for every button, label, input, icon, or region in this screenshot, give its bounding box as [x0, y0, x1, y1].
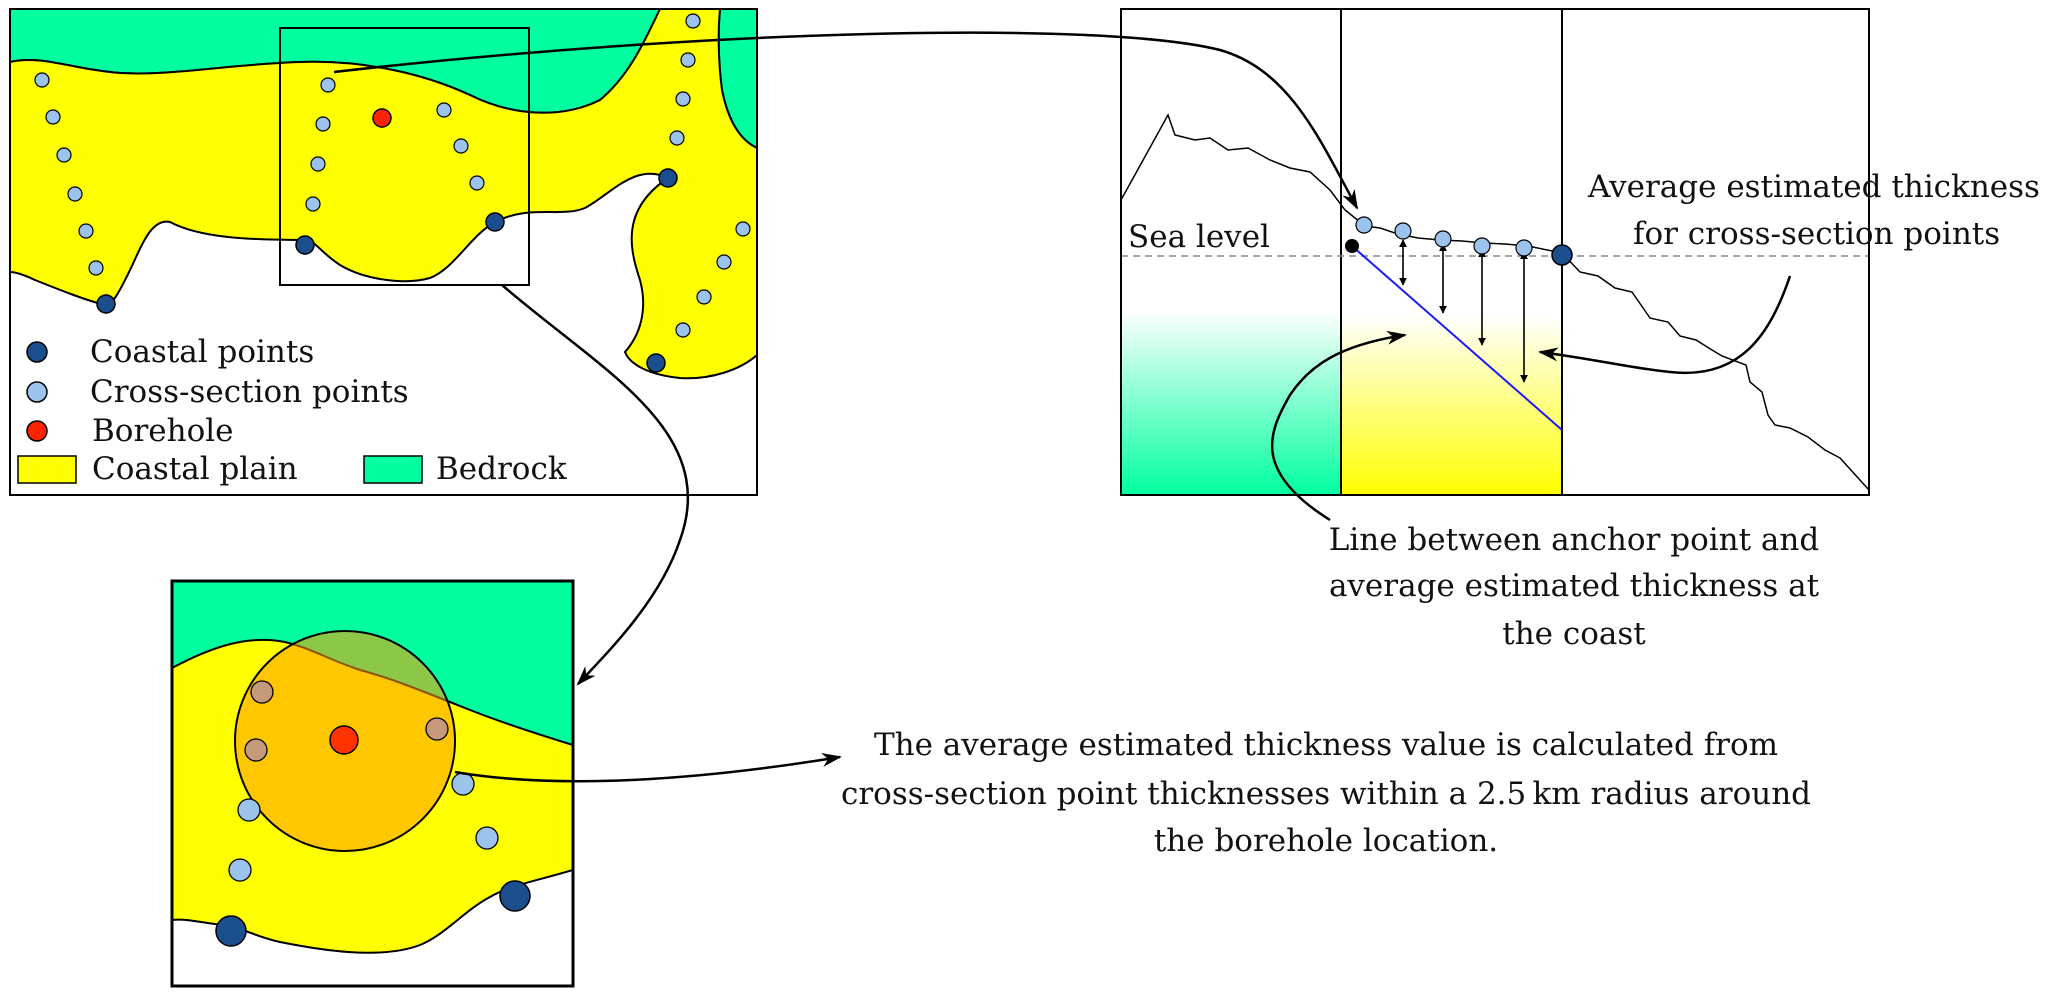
anchor-line-label-line2: average estimated thickness at [1329, 568, 1820, 604]
cross-section-point [735, 221, 751, 237]
caption-line1: The average estimated thickness value is… [874, 727, 1778, 763]
anchor-line [1351, 245, 1563, 431]
zoom-extent-box [279, 27, 530, 286]
legend-bedrock-label: Bedrock [436, 451, 567, 487]
arrow-map-to-cross-section [333, 31, 1359, 210]
connector-arrows [333, 31, 1792, 783]
borehole-point [329, 725, 359, 755]
coastal-plain-gradient-band [1341, 315, 1562, 495]
anchor-point [1345, 239, 1359, 253]
legend-coastal-points-label: Coastal points [90, 334, 314, 370]
cross-section-point-in-radius [425, 717, 449, 741]
caption-line2: cross-section point thicknesses within a… [841, 776, 1811, 812]
avg-thickness-label-line2: for cross-section points [1633, 216, 2000, 252]
cross-section-point [475, 826, 499, 850]
caption-line3: the borehole location. [1154, 823, 1498, 859]
arrow-anchor-label-to-line [1270, 330, 1407, 522]
anchor-line-label-line1: Line between anchor point and [1329, 522, 1819, 558]
cross-section-point [45, 109, 61, 125]
cross-section-point [716, 254, 732, 270]
cross-section-point [453, 138, 469, 154]
cross-section-point [320, 77, 336, 93]
cross-section-point [685, 13, 701, 29]
coastal-point [646, 353, 666, 373]
cross-section-point [88, 260, 104, 276]
cross-section-points [34, 13, 751, 338]
coastal-point [485, 212, 505, 232]
avg-thickness-label-line1: Average estimated thickness [1587, 169, 2040, 205]
cross-section-point [680, 52, 696, 68]
cross-section-point-in-radius [244, 738, 268, 762]
coastal-point [96, 294, 116, 314]
cross-section-point [305, 196, 321, 212]
anchor-line-label-line3: the coast [1502, 616, 1646, 652]
arrow-avg-label-to-section [1538, 275, 1792, 375]
map-panel: Coastal points Cross-section points Bore… [9, 8, 758, 496]
legend-bedrock-swatch [363, 455, 423, 484]
cross-section-point [669, 130, 685, 146]
cross-section-point [228, 858, 252, 882]
cross-section-point [78, 223, 94, 239]
legend-coastal-plain-label: Coastal plain [92, 451, 298, 487]
zoom-panel [170, 579, 575, 988]
cross-section-point [310, 156, 326, 172]
legend-borehole-label: Borehole [92, 413, 234, 449]
coastal-point [295, 235, 315, 255]
borehole-point [372, 108, 392, 128]
coastal-point [1551, 244, 1573, 266]
legend-cross-section-points-label: Cross-section points [90, 374, 409, 410]
coastal-point [215, 915, 247, 947]
cross-section-point [1515, 239, 1533, 257]
bedrock-gradient-band [1121, 310, 1341, 495]
arrow-box-to-zoom [501, 284, 690, 686]
coastal-plain-area [10, 9, 757, 380]
cross-section-point [34, 72, 50, 88]
cross-section-panel: Sea level [1120, 8, 1870, 496]
legend-borehole-icon [26, 420, 48, 442]
cross-section-point [56, 147, 72, 163]
cross-section-point [469, 175, 485, 191]
legend-coastal-plain-swatch [17, 455, 77, 484]
arrow-zoom-to-caption [454, 753, 842, 783]
cross-section-point [1473, 237, 1491, 255]
cross-section-point [315, 116, 331, 132]
cross-section-point [67, 186, 83, 202]
cross-section-point [675, 91, 691, 107]
cross-section-point [675, 322, 691, 338]
cross-section-point [696, 289, 712, 305]
cross-section-point [436, 102, 452, 118]
cross-section-point-in-radius [250, 680, 274, 704]
cross-section-point [1394, 222, 1412, 240]
cross-section-point [237, 798, 261, 822]
legend-cross-section-point-icon [26, 381, 48, 403]
cross-section-point [1434, 230, 1452, 248]
sea-level-label: Sea level [1128, 219, 1270, 255]
coastal-point [499, 880, 531, 912]
terrain-profile [1120, 113, 1870, 491]
legend-coastal-point-icon [26, 341, 48, 363]
cross-section-point [1355, 216, 1373, 234]
cross-section-point [451, 772, 475, 796]
coastal-point [658, 168, 678, 188]
map-legend: Coastal points Cross-section points Bore… [17, 334, 567, 487]
